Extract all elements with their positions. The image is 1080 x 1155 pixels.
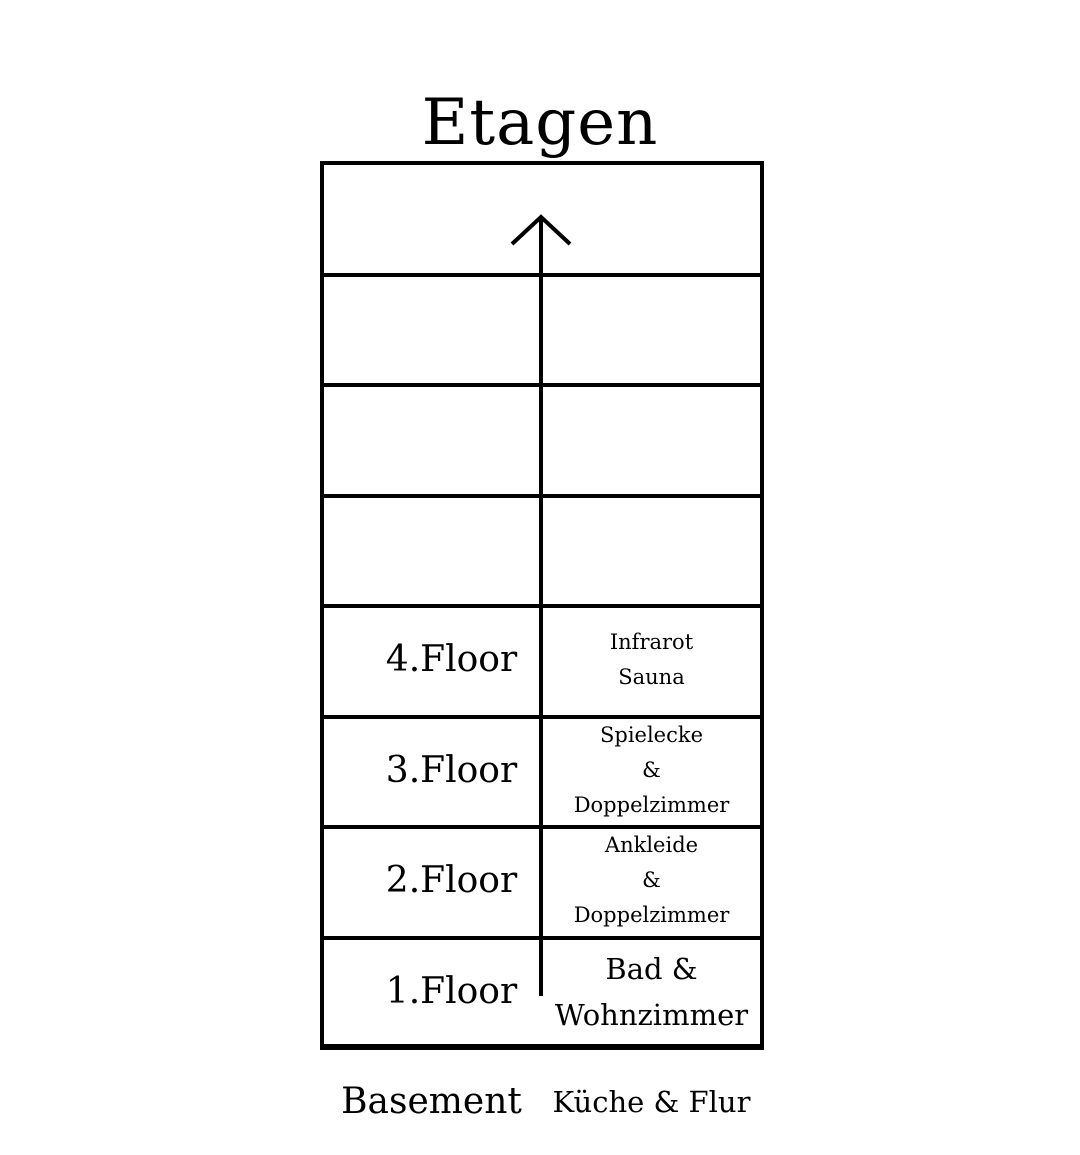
floor-label: 4.Floor bbox=[385, 639, 518, 680]
floor-label: 2.Floor bbox=[385, 860, 518, 901]
floor-label: 1.Floor bbox=[385, 971, 518, 1012]
room-name: Küche & Flur bbox=[552, 1084, 751, 1119]
floor-label: 3.Floor bbox=[385, 750, 518, 791]
floor-label-cell: 2.Floor bbox=[324, 827, 539, 934]
room-name: & bbox=[642, 868, 661, 892]
page-title: Etagen bbox=[421, 86, 659, 160]
room-name: Infrarot bbox=[609, 629, 694, 654]
floor-label-cell: 4.Floor bbox=[324, 606, 539, 713]
floor-label-cell: 3.Floor bbox=[324, 717, 539, 824]
arrow-head bbox=[510, 214, 572, 246]
room-name: Doppelzimmer bbox=[573, 793, 730, 817]
floor-label: Basement bbox=[341, 1081, 522, 1122]
room-name: Bad & bbox=[605, 951, 698, 986]
room-name: & bbox=[642, 758, 661, 782]
floor-divider bbox=[320, 1046, 764, 1050]
arrow-up-icon bbox=[510, 214, 572, 996]
room-name: Ankleide bbox=[604, 833, 699, 857]
floor-rooms-cell: Spielecke & Doppelzimmer bbox=[543, 717, 760, 824]
floor-rooms-cell: Ankleide & Doppelzimmer bbox=[543, 827, 760, 934]
floor-label-cell: Basement bbox=[324, 1048, 539, 1155]
room-name: Wohnzimmer bbox=[554, 997, 749, 1032]
floor-label-cell: 1.Floor bbox=[324, 938, 539, 1045]
room-name: Sauna bbox=[618, 664, 685, 689]
room-name: Spielecke bbox=[599, 723, 704, 747]
floor-rooms-cell: Bad & Wohnzimmer bbox=[543, 938, 760, 1045]
room-name: Doppelzimmer bbox=[573, 903, 730, 927]
floor-rooms-cell: Küche & Flur bbox=[543, 1048, 760, 1155]
